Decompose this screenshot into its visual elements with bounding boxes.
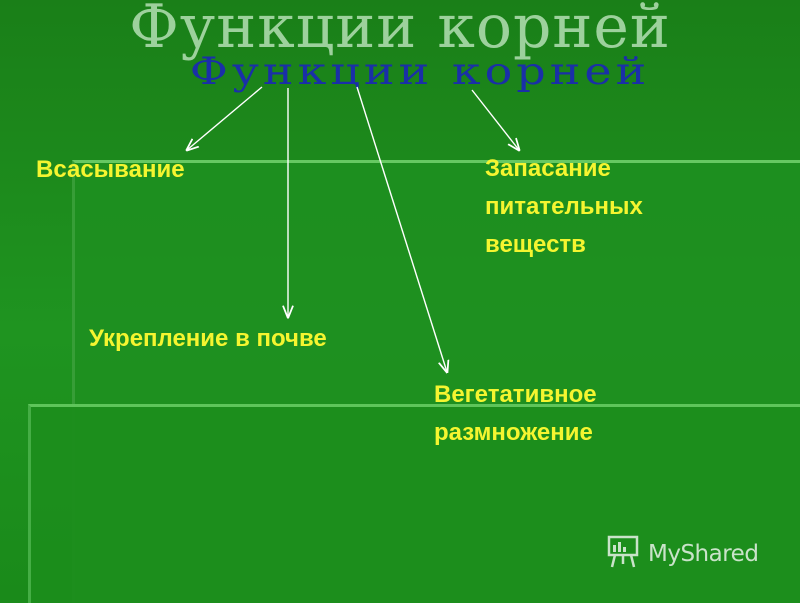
node-soil-anchoring: Укрепление в почве: [89, 325, 327, 352]
arrow-to-absorb: [187, 86, 263, 150]
title-shadow-text: Функции корней: [129, 0, 671, 62]
slide-title: Функции корней: [189, 48, 651, 94]
watermark-text: MyShared: [648, 541, 759, 567]
node-nutrient-storage: Запасание питательных веществ: [485, 155, 643, 258]
node-vegetative-reproduction: Вегетативное размножение: [434, 381, 597, 446]
node-absorption: Всасывание: [36, 156, 185, 183]
watermark: MyShared: [606, 534, 759, 575]
arrow-to-storage: [471, 89, 519, 150]
background-panel-lower: [28, 404, 800, 603]
presentation-board-icon: [606, 534, 642, 575]
